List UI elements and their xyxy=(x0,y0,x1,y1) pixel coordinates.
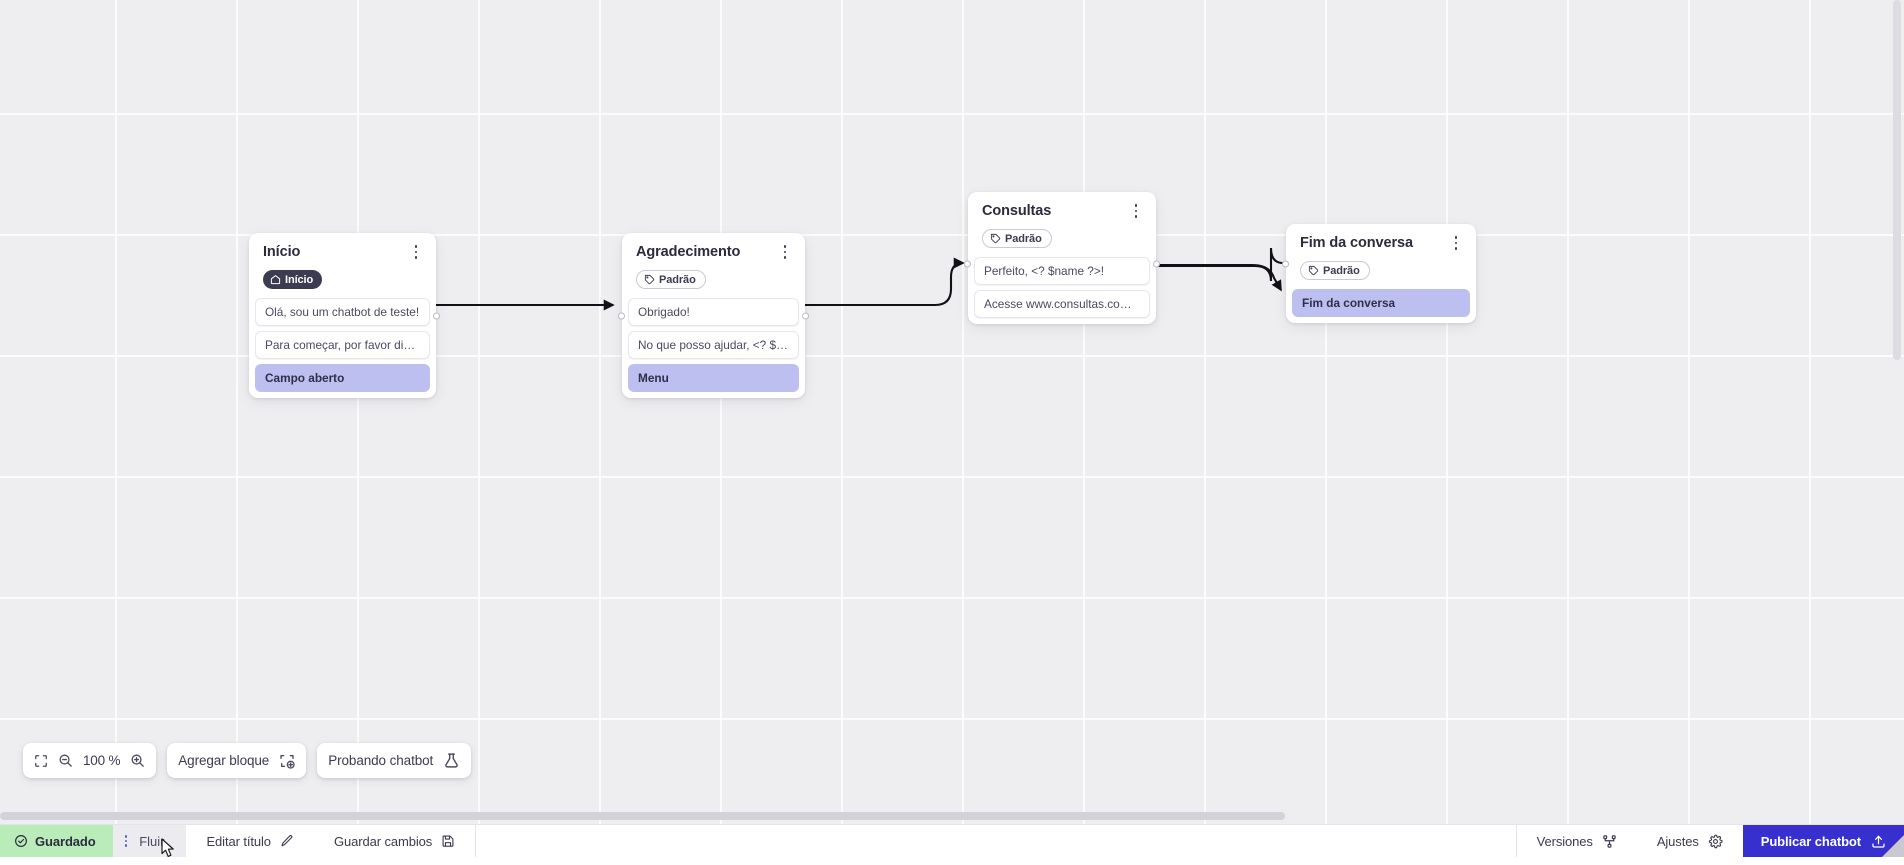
bottom-bar-spacer xyxy=(476,825,1515,857)
add-block-button[interactable]: Agregar bloque xyxy=(167,743,306,778)
tag-icon xyxy=(1308,265,1319,276)
tag-icon xyxy=(644,274,655,285)
tab-flow-label: Fluir xyxy=(139,834,164,849)
save-changes-button[interactable]: Guardar cambios xyxy=(314,825,475,857)
test-chatbot-label: Probando chatbot xyxy=(328,753,433,768)
check-circle-icon xyxy=(14,834,28,848)
edit-title-label: Editar título xyxy=(206,834,270,849)
node-badge-padrao[interactable]: Padrão xyxy=(636,270,706,289)
pencil-icon xyxy=(280,834,294,848)
flow-node-fim-da-conversa[interactable]: Fim da conversa Padrão Fim da conversa xyxy=(1286,224,1476,323)
tag-icon xyxy=(990,233,1001,244)
upload-icon xyxy=(1871,834,1886,849)
node-action[interactable]: Menu xyxy=(628,364,799,392)
node-menu-button[interactable] xyxy=(778,244,792,260)
flow-canvas[interactable]: Início Início Olá, sou um chatbot de tes… xyxy=(0,0,1904,824)
scrollbar-thumb[interactable] xyxy=(1893,0,1901,360)
floppy-icon xyxy=(441,834,455,848)
node-body: Olá, sou um chatbot de teste! Para começ… xyxy=(249,290,436,398)
node-output-port[interactable] xyxy=(433,312,440,319)
zoom-out-icon[interactable] xyxy=(58,753,73,768)
save-changes-label: Guardar cambios xyxy=(334,834,432,849)
branch-icon xyxy=(1602,834,1617,849)
node-badge-label: Padrão xyxy=(659,274,696,286)
settings-label: Ajustes xyxy=(1657,834,1699,849)
flow-node-consultas[interactable]: Consultas Padrão Perfeito, <? $name ?>! … xyxy=(968,192,1156,324)
node-menu-button[interactable] xyxy=(1449,235,1463,251)
node-menu-button[interactable] xyxy=(409,244,423,260)
connector-layer xyxy=(0,0,1904,824)
node-title: Fim da conversa xyxy=(1300,235,1413,252)
node-action[interactable]: Campo aberto xyxy=(255,364,430,392)
node-badge-label: Padrão xyxy=(1323,265,1360,277)
node-menu-button[interactable] xyxy=(1129,203,1143,219)
node-message[interactable]: Acesse www.consultas.com par... xyxy=(974,290,1150,318)
node-output-port[interactable] xyxy=(1153,261,1160,268)
canvas-vertical-scrollbar[interactable] xyxy=(1893,0,1901,824)
versions-button[interactable]: Versiones xyxy=(1517,825,1637,857)
home-icon xyxy=(270,274,281,285)
zoom-level-value: 100 % xyxy=(83,753,120,768)
node-badge-row: Padrão xyxy=(1286,252,1476,281)
node-header: Início xyxy=(249,244,436,261)
publish-chatbot-label: Publicar chatbot xyxy=(1761,834,1861,849)
zoom-controls: 100 % xyxy=(23,743,156,778)
node-input-port[interactable] xyxy=(618,312,625,319)
settings-button[interactable]: Ajustes xyxy=(1637,825,1743,857)
node-badge-padrao[interactable]: Padrão xyxy=(1300,261,1370,280)
test-chatbot-button[interactable]: Probando chatbot xyxy=(317,743,471,778)
node-body: Perfeito, <? $name ?>! Acesse www.consul… xyxy=(968,249,1156,324)
bottom-status-bar: Guardado Fluir Editar título Guardar cam… xyxy=(0,824,1904,857)
node-title: Agradecimento xyxy=(636,244,740,261)
fit-screen-icon[interactable] xyxy=(34,754,48,768)
saved-status-label: Guardado xyxy=(35,834,96,849)
node-message[interactable]: Para começar, por favor digite o ... xyxy=(255,331,430,359)
node-action[interactable]: Fim da conversa xyxy=(1292,289,1470,317)
node-badge-label: Padrão xyxy=(1005,233,1042,245)
flow-node-agradecimento[interactable]: Agradecimento Padrão Obrigado! No que po… xyxy=(622,233,805,398)
flow-node-inicio[interactable]: Início Início Olá, sou um chatbot de tes… xyxy=(249,233,436,398)
canvas-horizontal-scrollbar[interactable] xyxy=(0,812,1904,820)
add-block-icon xyxy=(279,753,295,769)
scrollbar-thumb[interactable] xyxy=(0,812,1285,820)
node-output-port[interactable] xyxy=(802,312,809,319)
flask-icon xyxy=(443,752,460,769)
node-header: Agradecimento xyxy=(622,244,805,261)
node-message[interactable]: Obrigado! xyxy=(628,298,799,326)
node-badge-row: Padrão xyxy=(968,220,1156,249)
node-input-port[interactable] xyxy=(964,261,971,268)
node-input-port[interactable] xyxy=(1282,261,1289,268)
edge-consultas-fim-visible xyxy=(1157,265,1281,290)
publish-chatbot-button[interactable]: Publicar chatbot xyxy=(1743,825,1904,857)
node-body: Obrigado! No que posso ajudar, <? $name … xyxy=(622,290,805,398)
node-badge-inicio[interactable]: Início xyxy=(263,270,322,289)
zoom-in-icon[interactable] xyxy=(130,753,145,768)
node-body: Fim da conversa xyxy=(1286,281,1476,323)
canvas-toolbar: 100 % Agregar bloque Probando chatbot xyxy=(23,743,471,778)
tab-flow[interactable]: Fluir xyxy=(113,825,187,857)
node-badge-row: Início xyxy=(249,261,436,290)
node-badge-label: Início xyxy=(285,274,313,286)
versions-label: Versiones xyxy=(1537,834,1593,849)
node-header: Fim da conversa xyxy=(1286,235,1476,252)
node-badge-row: Padrão xyxy=(622,261,805,290)
edit-title-button[interactable]: Editar título xyxy=(186,825,313,857)
edge-consultas-fim xyxy=(1157,248,1283,281)
kebab-icon[interactable] xyxy=(125,835,128,847)
saved-status-badge: Guardado xyxy=(0,825,113,857)
node-header: Consultas xyxy=(968,203,1156,220)
node-title: Início xyxy=(263,244,300,261)
node-title: Consultas xyxy=(982,203,1051,220)
node-message[interactable]: No que posso ajudar, <? $name ... xyxy=(628,331,799,359)
node-message[interactable]: Olá, sou um chatbot de teste! xyxy=(255,298,430,326)
node-badge-padrao[interactable]: Padrão xyxy=(982,229,1052,248)
gear-icon xyxy=(1708,834,1723,849)
node-message[interactable]: Perfeito, <? $name ?>! xyxy=(974,257,1150,285)
edge-agradecimento-consultas xyxy=(805,263,963,305)
add-block-label: Agregar bloque xyxy=(178,753,269,768)
